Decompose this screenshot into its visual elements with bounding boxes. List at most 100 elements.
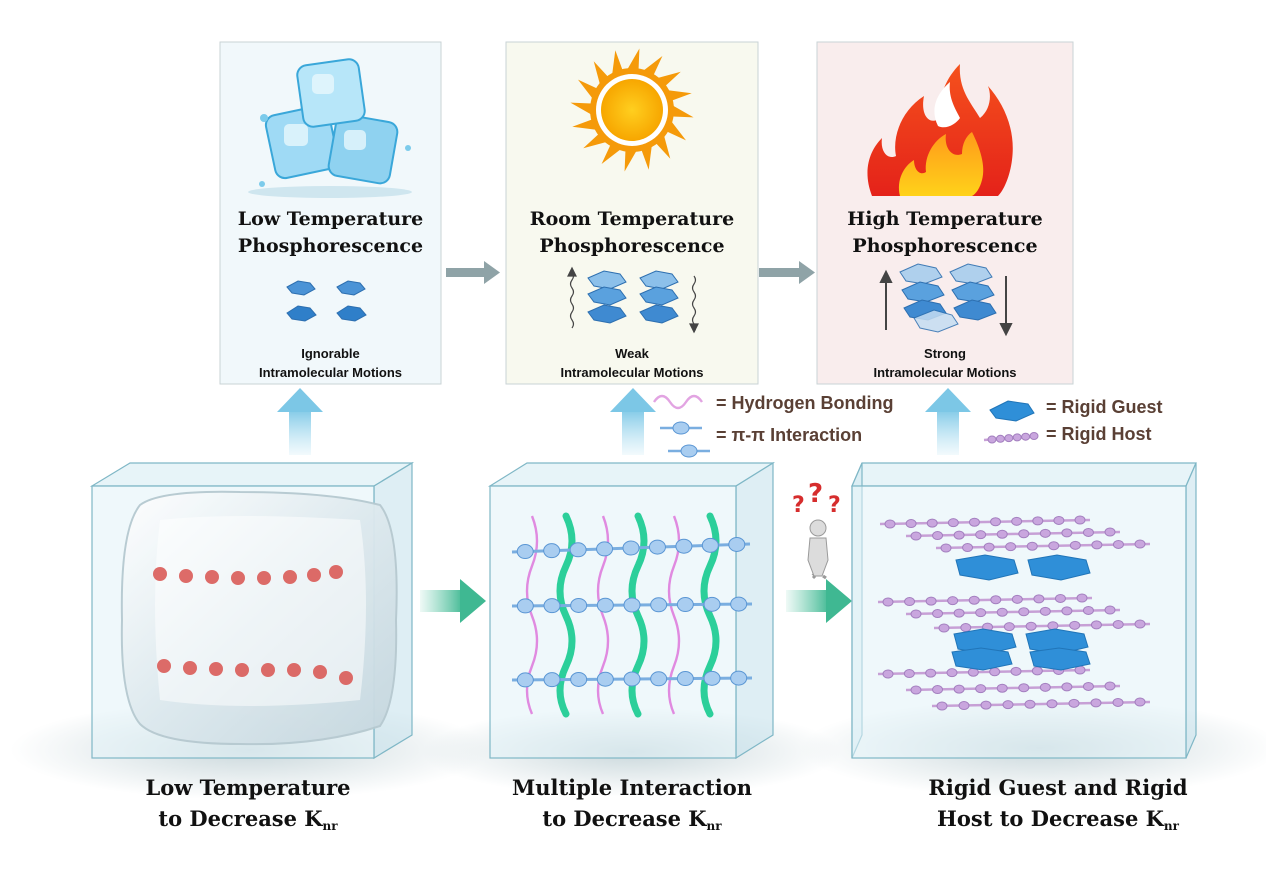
rigid-host-node <box>1025 621 1037 631</box>
rigid-host-node <box>975 530 987 540</box>
red-dot-row <box>153 565 343 585</box>
rigid-host-node <box>960 623 972 633</box>
bottom-label-line: Host to Decrease Knr <box>898 803 1218 842</box>
rigid-host-node <box>1061 528 1073 538</box>
motion-label: Intramolecular Motions <box>258 365 403 380</box>
rigid-host-node <box>903 669 915 679</box>
pi-pi-node <box>596 541 614 557</box>
rigid-host-chain <box>905 605 1121 619</box>
rigid-host-node <box>1054 593 1066 603</box>
rigid-host-node <box>884 519 896 529</box>
rigid-host-node <box>1018 607 1030 617</box>
right-arrow <box>420 579 486 623</box>
fire-icon <box>867 64 1013 196</box>
pi-pi-node <box>596 671 614 687</box>
rigid-host-node <box>1134 539 1146 549</box>
up-arrow <box>610 388 656 455</box>
pi-pi-node <box>516 598 534 614</box>
rigid-host-node <box>962 543 974 553</box>
bottom-label-rigid-guest-host: Rigid Guest and Rigid Host to Decrease K… <box>898 772 1218 842</box>
rigid-guest-legend-icon <box>989 400 1035 422</box>
box-rigid-guest-host <box>851 462 1197 759</box>
hexagon-stack-ignorable <box>286 280 367 322</box>
rigid-host-node <box>1048 541 1060 551</box>
rigid-host-node <box>1053 515 1065 525</box>
ice-cubes-icon <box>248 58 412 198</box>
bottom-label-line: to Decrease Knr <box>472 803 792 842</box>
rigid-host-node <box>1074 515 1086 525</box>
pi-pi-node <box>650 671 668 687</box>
card-title: High Temperature Phosphorescence <box>817 206 1073 260</box>
legend-rigid-guest: = Rigid Guest <box>1046 397 1163 417</box>
rigid-host-node <box>996 683 1008 693</box>
pi-pi-chain <box>511 596 753 614</box>
motion-arrow <box>879 269 1013 337</box>
rigid-host-chain <box>935 539 1151 553</box>
bottom-label-line: to Decrease Knr <box>88 803 408 842</box>
rigid-host-node <box>1061 682 1073 692</box>
rigid-host-node <box>996 607 1008 617</box>
rigid-host-node <box>910 685 922 695</box>
card-subtitle: Weak Intramolecular Motions <box>506 344 758 382</box>
rigid-host-node <box>1005 542 1017 552</box>
motion-level: Weak <box>615 346 649 361</box>
rigid-host-node <box>1134 697 1146 707</box>
rigid-host-node <box>938 623 950 633</box>
rigid-host-node <box>925 668 937 678</box>
rigid-host-node <box>1018 683 1030 693</box>
pi-pi-chain <box>511 670 753 688</box>
pi-pi-node <box>701 537 719 553</box>
rigid-host-node <box>1090 620 1102 630</box>
pi-pi-node <box>596 597 614 613</box>
rigid-host-node <box>975 684 987 694</box>
rigid-host-legend-icon <box>983 432 1039 444</box>
thinking-person-icon: ? ? ? <box>792 479 841 580</box>
rigid-host-node <box>882 669 894 679</box>
rigid-host-node <box>990 517 1002 527</box>
red-dot-row <box>157 659 353 685</box>
rigid-host-chain <box>905 681 1121 695</box>
card-title-line: Phosphorescence <box>539 235 725 257</box>
rigid-host-node <box>1032 516 1044 526</box>
pi-pi-node <box>570 597 588 613</box>
legend-pi-pi-interaction: = π-π Interaction <box>716 425 863 445</box>
rigid-host-node <box>904 597 916 607</box>
legend-rigid-host: = Rigid Host <box>1046 424 1152 444</box>
bottom-label-line: Rigid Guest and Rigid <box>928 775 1188 800</box>
card-low-temperature-text: Low Temperature Phosphorescence Ignorabl… <box>220 42 441 384</box>
bottom-label-line: Low Temperature <box>145 775 351 800</box>
pi-pi-node <box>543 672 561 688</box>
card-subtitle: Ignorable Intramolecular Motions <box>220 344 441 382</box>
rigid-host-node <box>1104 605 1116 615</box>
box-low-temperature <box>89 461 415 760</box>
rigid-host-node <box>1069 620 1081 630</box>
pi-pi-node <box>623 597 641 613</box>
motion-label: Intramolecular Motions <box>560 365 704 380</box>
svg-text:?: ? <box>808 479 823 509</box>
rigid-host-node <box>1091 540 1103 550</box>
pi-pi-node <box>650 597 668 613</box>
rigid-host-node <box>1002 700 1014 710</box>
card-high-temperature-text: High Temperature Phosphorescence Strong … <box>817 42 1073 384</box>
rigid-host-node <box>932 531 944 541</box>
rigid-host-node <box>932 685 944 695</box>
sun-icon <box>570 48 694 172</box>
rigid-host-node <box>1011 594 1023 604</box>
rigid-host-chain <box>877 593 1093 607</box>
pi-pi-node <box>730 596 748 612</box>
right-arrow <box>786 579 852 623</box>
bottom-label-low-temperature: Low Temperature to Decrease Knr <box>88 772 408 842</box>
rigid-host-node <box>926 518 938 528</box>
pi-pi-node <box>703 596 721 612</box>
subscript: nr <box>706 819 722 833</box>
bottom-label-multiple-interaction: Multiple Interaction to Decrease Knr <box>472 772 792 842</box>
rigid-host-node <box>990 595 1002 605</box>
pi-pi-node <box>569 542 587 558</box>
card-subtitle: Strong Intramolecular Motions <box>817 344 1073 382</box>
pi-pi-node <box>676 597 694 613</box>
motion-level: Strong <box>924 346 966 361</box>
rigid-host-node <box>1026 541 1038 551</box>
rigid-host-node <box>1003 622 1015 632</box>
motion-level: Ignorable <box>301 346 360 361</box>
